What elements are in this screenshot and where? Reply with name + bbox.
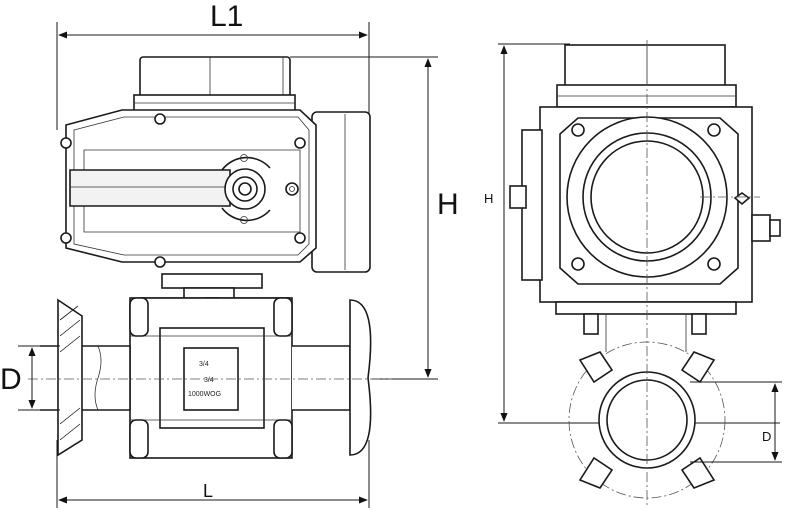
manual-override-handle	[69, 169, 231, 207]
dimension-label-h-side: H	[484, 191, 493, 206]
dimension-label-h: H	[437, 188, 459, 221]
side-view: H	[484, 40, 782, 505]
left-clamp-end	[40, 298, 131, 457]
side-housing-bolts	[571, 123, 721, 271]
front-view: L1 H	[0, 0, 459, 508]
body-bolts	[129, 297, 293, 459]
dimension-label-d-side: D	[762, 429, 771, 444]
locking-screw-icon	[285, 182, 299, 196]
dimension-label-l: L	[203, 481, 213, 501]
right-clamp-end	[292, 299, 372, 456]
body-mark-1: 3/4	[199, 361, 209, 368]
body-mark-2: 3/4	[204, 377, 214, 384]
actuator-housing	[60, 109, 317, 268]
valve-body: 3/4 3/4 1000WOG	[129, 297, 293, 459]
side-actuator-cap	[556, 44, 737, 108]
cable-gland-icon	[751, 214, 771, 242]
housing-bolts	[60, 113, 306, 268]
dimension-label-l1: L1	[210, 0, 243, 33]
dimension-l1: L1	[56, 0, 370, 130]
dimension-l: L	[56, 440, 370, 508]
actuator-cap	[133, 56, 296, 112]
side-bracket	[555, 301, 737, 352]
dimension-label-d: D	[0, 363, 22, 396]
body-mark-3: 1000WOG	[188, 391, 221, 398]
dimension-d-side: D	[690, 381, 782, 463]
side-actuator-housing	[509, 106, 781, 303]
actuator-side-boss	[311, 111, 371, 273]
dimension-d-front: D	[0, 345, 60, 411]
dimension-h: H	[290, 56, 459, 380]
